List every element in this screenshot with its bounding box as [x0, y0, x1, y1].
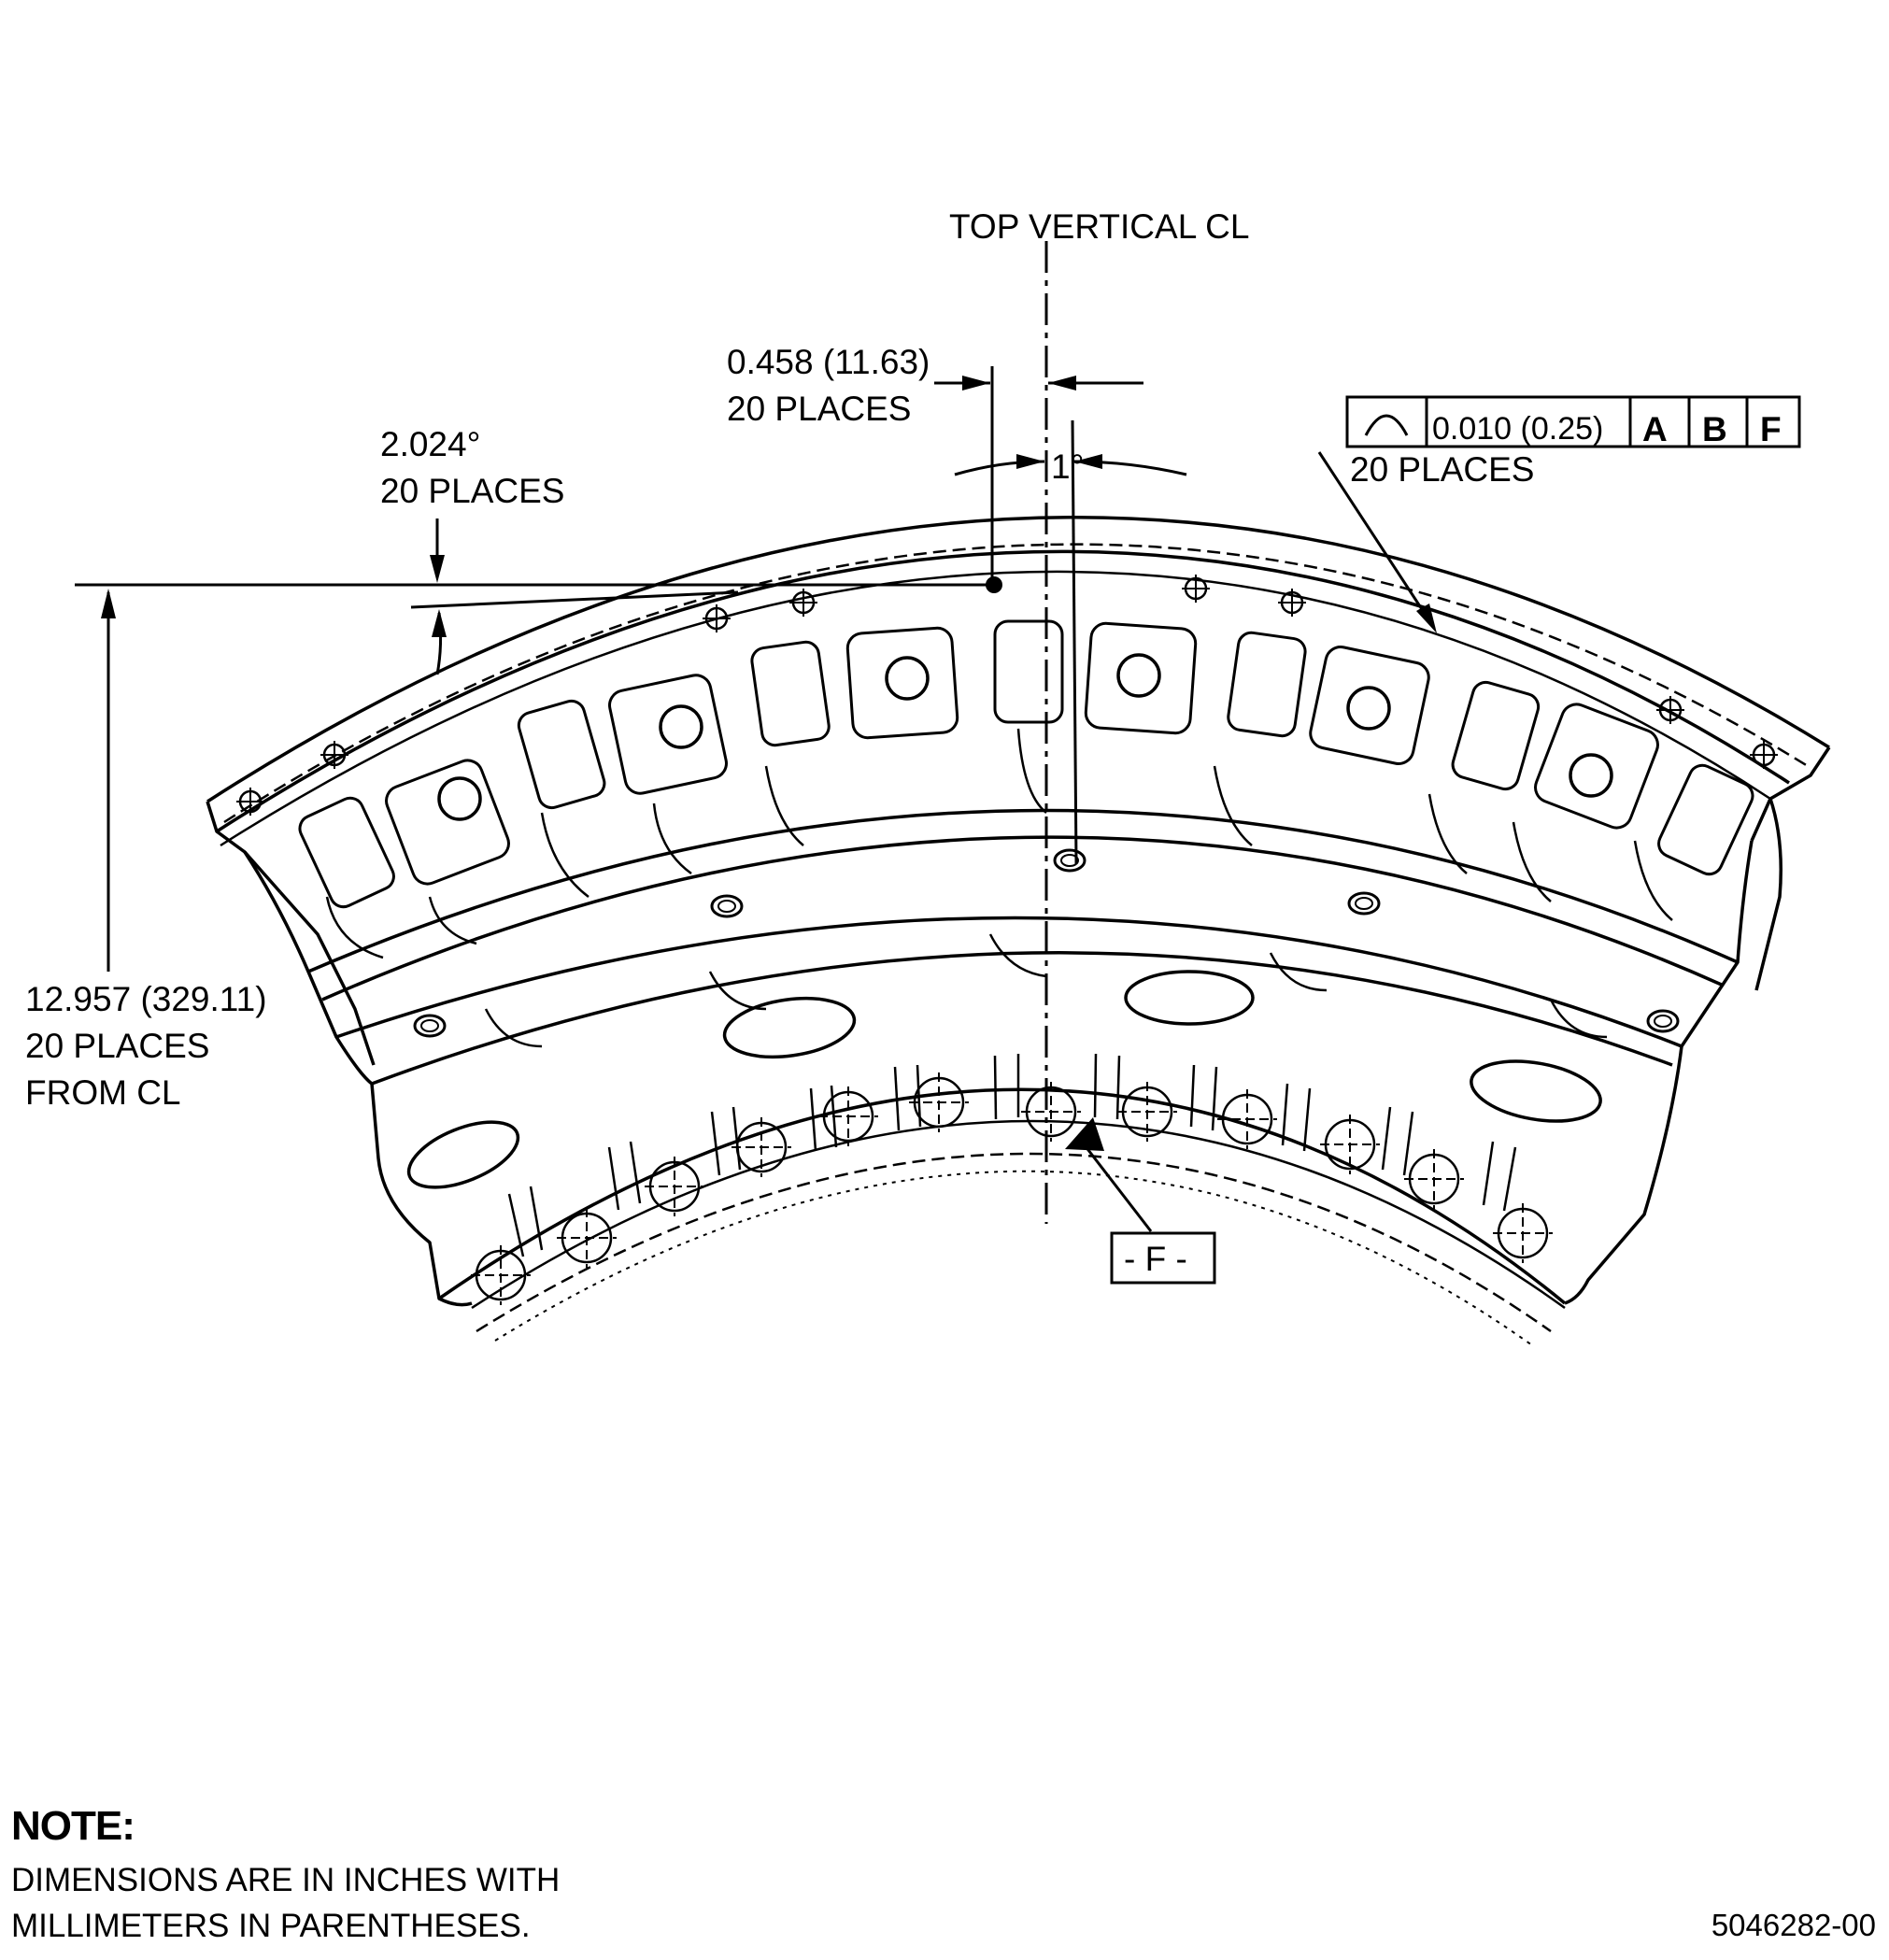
fcf-tolerance: 0.010 (0.25) — [1432, 411, 1603, 447]
dim-small-angle-lines — [954, 419, 1187, 865]
feature-control-frame — [1317, 395, 1801, 633]
dim-offset-places: 20 PLACES — [727, 390, 911, 428]
dim-offset-lines — [934, 366, 1143, 593]
fcf-datum-a: A — [1642, 410, 1668, 448]
dim-radius-lines — [101, 589, 116, 972]
dim-angle-places: 20 PLACES — [380, 472, 564, 510]
dim-angle-value: 2.024° — [380, 425, 480, 463]
fcf-datum-f: F — [1760, 410, 1782, 448]
drawing-number: 5046282-00 — [1711, 1908, 1876, 1942]
cooling-slots — [298, 619, 1754, 909]
note-line-1: DIMENSIONS ARE IN INCHES WITH — [11, 1862, 561, 1898]
dim-offset-value: 0.458 (11.63) — [727, 343, 930, 381]
fcf-places: 20 PLACES — [1350, 450, 1534, 489]
note-line-2: MILLIMETERS IN PARENTHESES. — [11, 1908, 531, 1944]
datum-f-label: - F - — [1124, 1240, 1187, 1278]
pad-holes — [437, 653, 1613, 821]
combustor-segment — [206, 516, 1831, 1346]
fcf-datum-b: B — [1702, 410, 1727, 448]
oval-openings — [406, 970, 1602, 1189]
profile-of-line-icon — [1364, 414, 1409, 436]
datum-feature-f — [1065, 1117, 1216, 1285]
centerline-label: TOP VERTICAL CL — [949, 207, 1249, 246]
inner-tabs — [507, 1053, 1517, 1257]
rib-lines — [325, 728, 1673, 1048]
dim-radius-ref: FROM CL — [25, 1073, 181, 1112]
dim-small-angle-value: 1° — [1051, 447, 1084, 486]
dim-radius-value: 12.957 (329.11) — [25, 980, 267, 1018]
dim-radius-places: 20 PLACES — [25, 1027, 209, 1065]
dim-angle-lines — [75, 518, 995, 675]
note-title: NOTE: — [11, 1803, 135, 1849]
